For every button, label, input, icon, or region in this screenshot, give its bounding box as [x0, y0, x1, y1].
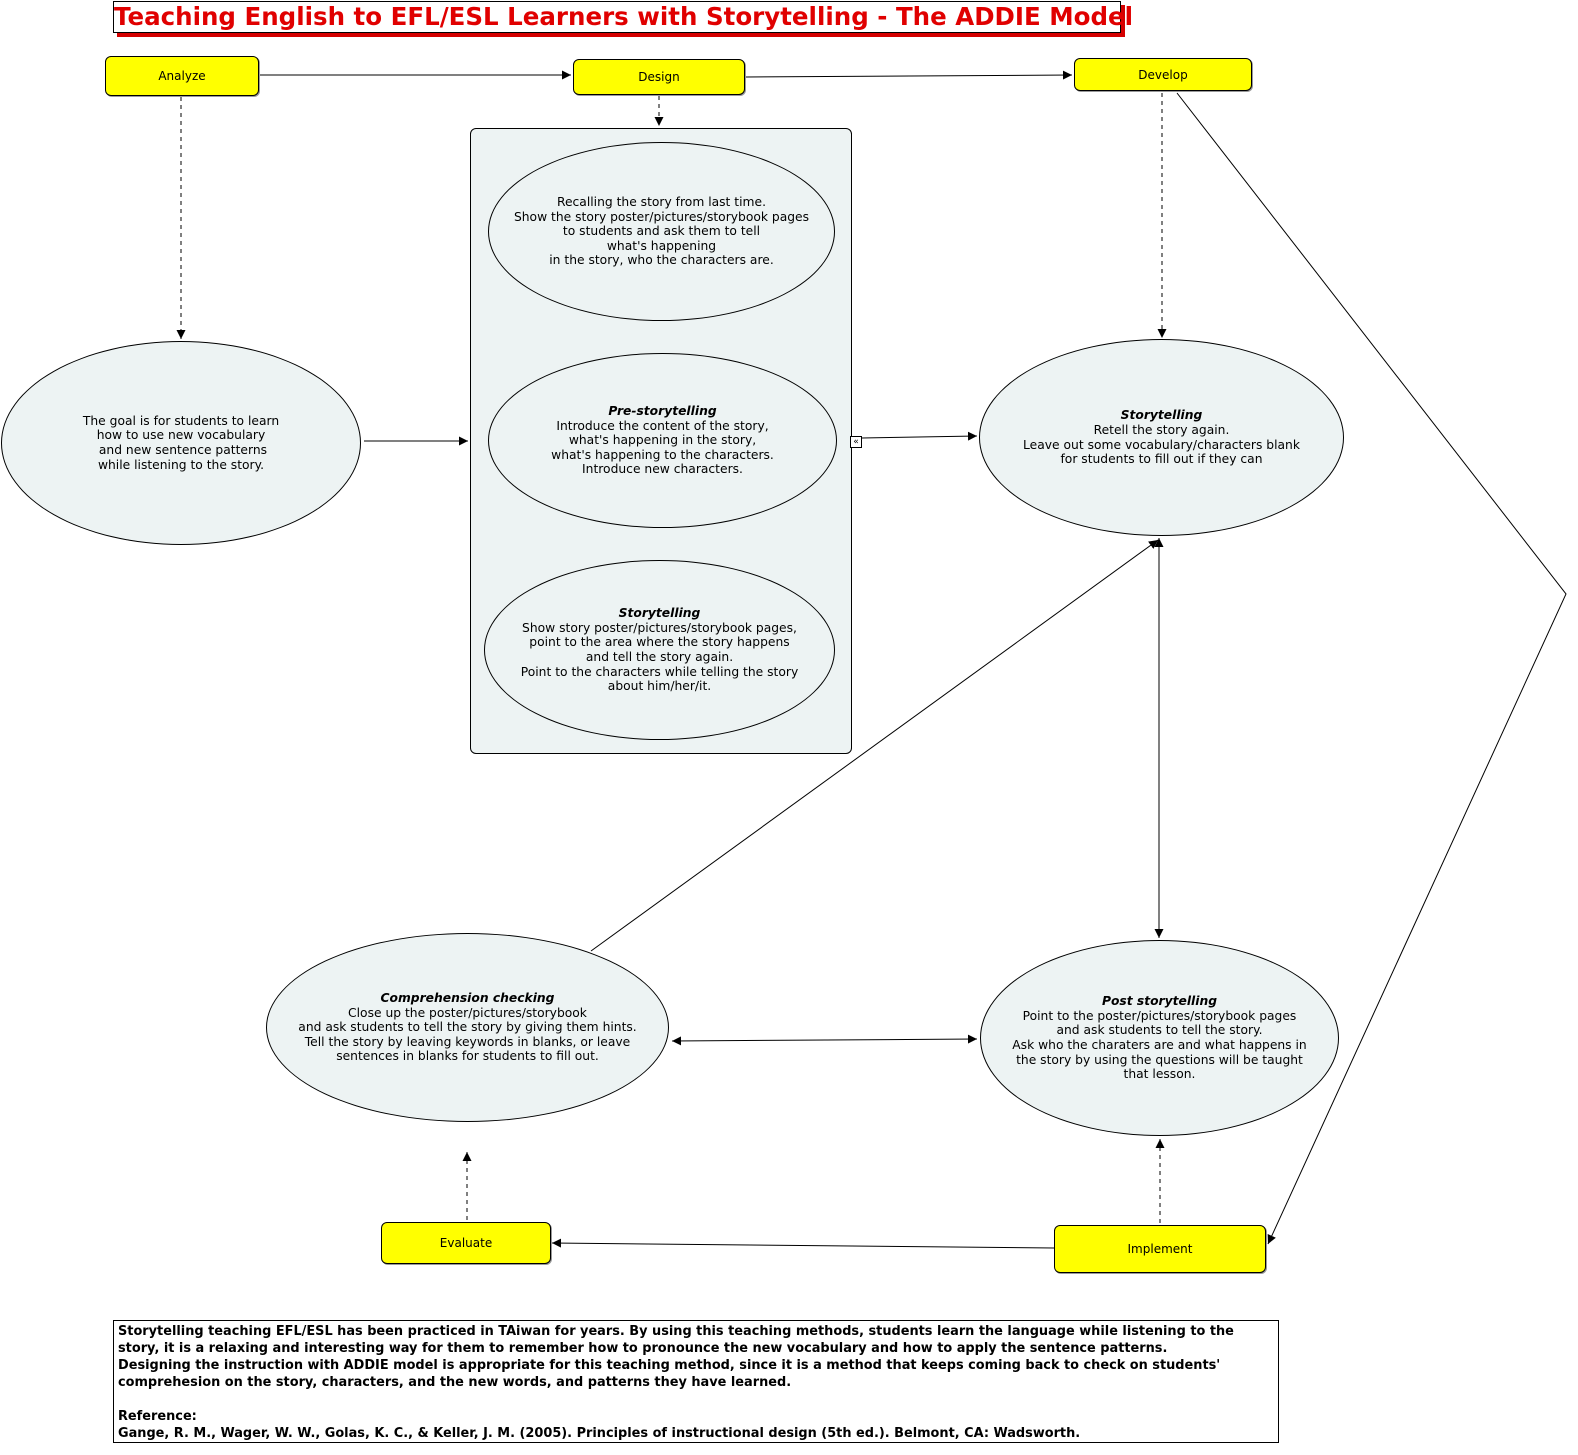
node-design-storytelling-line: Point to the characters while telling th…: [520, 664, 799, 679]
node-comprehension-line: Tell the story by leaving keywords in bl…: [304, 1034, 631, 1049]
node-post-storytelling-heading: Post storytelling: [1101, 994, 1218, 1009]
node-goal[interactable]: The goal is for students to learn how to…: [1, 341, 361, 545]
node-pre-storytelling-line: what's happening to the characters.: [551, 447, 774, 462]
node-recall[interactable]: Recalling the story from last time. Show…: [488, 142, 835, 321]
node-develop-storytelling[interactable]: Storytelling Retell the story again. Lea…: [979, 339, 1344, 536]
edge-develop-implement: [1176, 92, 1567, 1245]
edge-comprehension-storytelling: [590, 539, 1159, 952]
node-pre-storytelling-line: Introduce the content of the story,: [556, 418, 769, 433]
node-develop-storytelling-line: Retell the story again.: [1093, 422, 1230, 437]
node-post-storytelling-line: that lesson.: [1123, 1067, 1196, 1082]
phase-design-label: Design: [638, 70, 680, 84]
phase-evaluate[interactable]: Evaluate: [381, 1222, 551, 1264]
edge-implement-evaluate: [551, 1238, 1055, 1249]
note-spacer: [118, 1391, 1274, 1408]
note-paragraph-2: Designing the instruction with ADDIE mod…: [118, 1358, 1221, 1390]
node-design-storytelling-line: point to the area where the story happen…: [529, 635, 790, 650]
phase-evaluate-label: Evaluate: [439, 1236, 493, 1250]
edge-container-develop-storytelling: [861, 431, 978, 441]
node-comprehension-line: Close up the poster/pictures/storybook: [348, 1005, 587, 1020]
node-post-storytelling-line: Ask who the charaters are and what happe…: [1012, 1038, 1307, 1052]
node-develop-storytelling-line: for students to fill out if they can: [1060, 452, 1263, 467]
phase-analyze[interactable]: Analyze: [105, 56, 259, 96]
node-design-storytelling-line: about him/her/it.: [607, 679, 712, 694]
node-recall-line: to students and ask them to tell: [562, 224, 761, 239]
node-design-storytelling[interactable]: Storytelling Show story poster/pictures/…: [484, 560, 835, 740]
note-reference: Gange, R. M., Wager, W. W., Golas, K. C.…: [118, 1426, 1081, 1441]
phase-analyze-label: Analyze: [158, 69, 206, 83]
node-comprehension[interactable]: Comprehension checking Close up the post…: [266, 933, 669, 1122]
node-pre-storytelling-line: Introduce new characters.: [582, 462, 743, 477]
node-design-storytelling-line: and tell the story again.: [585, 650, 734, 664]
node-recall-line: in the story, who the characters are.: [549, 253, 774, 268]
node-design-storytelling-line: Show story poster/pictures/storybook pag…: [522, 620, 797, 635]
note-reference-label: Reference:: [118, 1409, 197, 1424]
node-goal-line: and new sentence patterns: [94, 443, 268, 457]
node-goal-line: The goal is for students to learn: [82, 413, 280, 428]
phase-develop-label: Develop: [1138, 67, 1188, 82]
node-post-storytelling-line: the story by using the questions will be…: [1016, 1052, 1303, 1067]
node-post-storytelling[interactable]: Post storytelling Point to the poster/pi…: [980, 940, 1339, 1136]
page-title: Teaching English to EFL/ESL Learners wit…: [113, 1, 1134, 33]
node-pre-storytelling-line: what's happening in the story,: [568, 433, 757, 448]
node-comprehension-heading: Comprehension checking: [380, 991, 555, 1006]
node-develop-storytelling-line: Leave out some vocabulary/characters bla…: [1023, 437, 1300, 452]
phase-implement[interactable]: Implement: [1054, 1225, 1266, 1273]
collapse-icon[interactable]: «: [850, 436, 862, 448]
node-comprehension-line: sentences in blanks for students to fill…: [336, 1049, 599, 1064]
edge-comprehension-post: [671, 1034, 978, 1046]
node-recall-line: Show the story poster/pictures/storybook…: [513, 209, 810, 224]
node-recall-line: what's happening: [606, 238, 717, 253]
node-pre-storytelling-heading: Pre-storytelling: [608, 404, 717, 419]
node-post-storytelling-line: and ask students to tell the story.: [1056, 1023, 1263, 1038]
phase-implement-label: Implement: [1127, 1242, 1193, 1256]
node-goal-line: how to use new vocabulary: [96, 428, 266, 443]
edge-design-develop: [745, 70, 1073, 80]
phase-design[interactable]: Design: [573, 59, 745, 95]
node-develop-storytelling-heading: Storytelling: [1120, 408, 1203, 423]
phase-develop[interactable]: Develop: [1074, 58, 1252, 91]
description-note: Storytelling teaching EFL/ESL has been p…: [113, 1320, 1279, 1443]
note-paragraph-1: Storytelling teaching EFL/ESL has been p…: [118, 1324, 1234, 1356]
node-design-storytelling-heading: Storytelling: [618, 606, 701, 621]
node-comprehension-line: and ask students to tell the story by gi…: [298, 1020, 637, 1035]
node-recall-line: Recalling the story from last time.: [556, 195, 766, 210]
node-post-storytelling-line: Point to the poster/pictures/storybook p…: [1022, 1008, 1297, 1023]
node-goal-line: while listening to the story.: [97, 457, 265, 472]
node-pre-storytelling[interactable]: Pre-storytelling Introduce the content o…: [488, 353, 837, 528]
